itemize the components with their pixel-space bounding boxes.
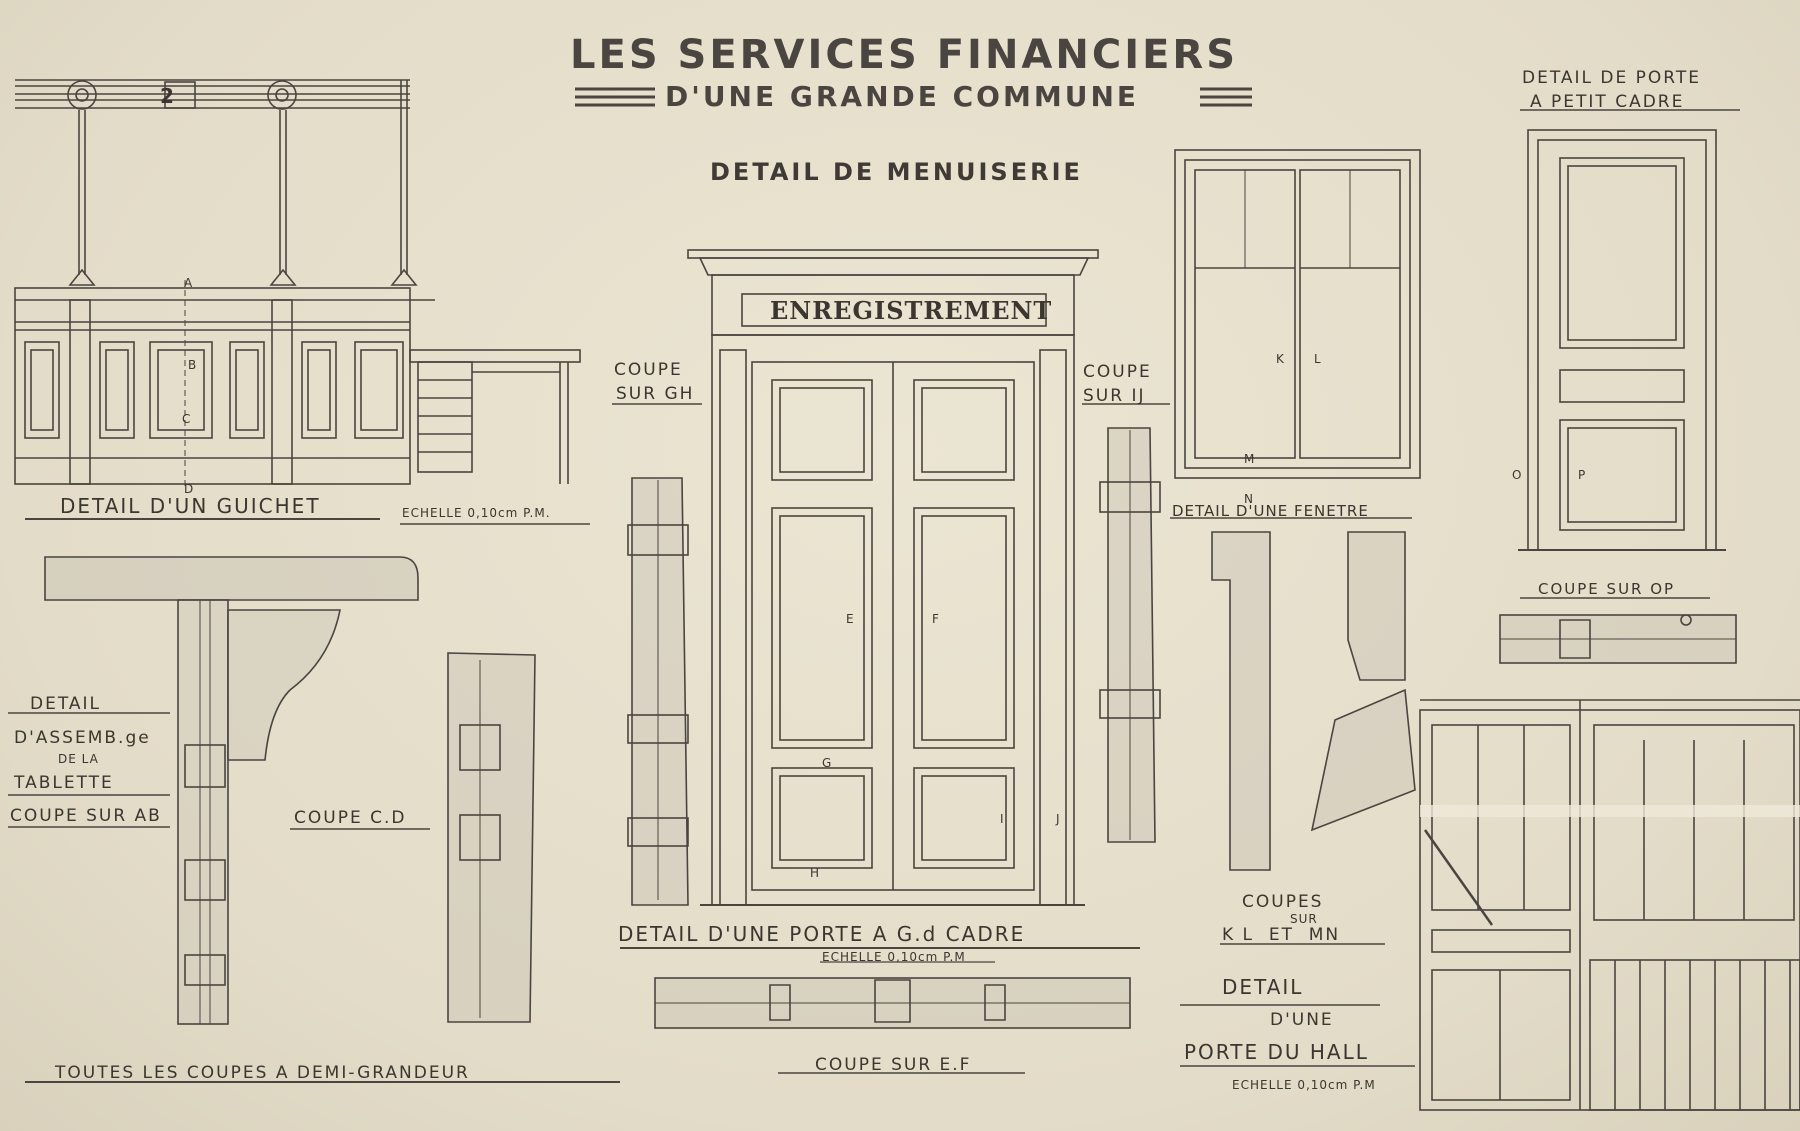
section-letter-i: I bbox=[1000, 812, 1005, 826]
porte-du-hall bbox=[1180, 699, 1800, 1111]
porte-grand-cadre bbox=[620, 249, 1140, 963]
section-letter-d: D bbox=[184, 482, 195, 496]
coupes-label-3: K L ET MN bbox=[1222, 925, 1341, 945]
section-letter-b: B bbox=[188, 358, 198, 372]
coupe-ij-label-1: COUPE bbox=[1083, 362, 1152, 382]
hall-label-2: D'UNE bbox=[1270, 1010, 1334, 1030]
porte-cadre-label: DETAIL D'UNE PORTE A G.d CADRE bbox=[618, 922, 1026, 946]
coupe-gh-label-2: SUR GH bbox=[616, 384, 695, 404]
hall-scale: ECHELLE 0,10cm P.M bbox=[1232, 1078, 1376, 1092]
coupe-op-section bbox=[1499, 614, 1737, 664]
coupe-gh-label-1: COUPE bbox=[614, 360, 683, 380]
hall-label-1: DETAIL bbox=[1222, 975, 1304, 999]
hall-label-3: PORTE DU HALL bbox=[1184, 1040, 1369, 1064]
porte-cadre-scale: ECHELLE 0,10cm P.M bbox=[822, 950, 966, 964]
title-line-1: LES SERVICES FINANCIERS bbox=[570, 32, 1239, 78]
section-letter-f: F bbox=[932, 612, 940, 626]
coupe-ij-label-2: SUR IJ bbox=[1083, 386, 1146, 406]
guichet-number: 2 bbox=[160, 84, 176, 108]
guichet-scale: ECHELLE 0,10cm P.M. bbox=[402, 506, 551, 520]
coupe-gh-section bbox=[612, 403, 702, 906]
fenetre-label: DETAIL D'UNE FENETRE bbox=[1172, 502, 1369, 520]
section-letter-n: N bbox=[1244, 492, 1254, 506]
petit-cadre-label-2: A PETIT CADRE bbox=[1530, 92, 1685, 112]
section-letter-k: K bbox=[1276, 352, 1285, 366]
petit-cadre-label-1: DETAIL DE PORTE bbox=[1522, 68, 1701, 88]
guichet-label: DETAIL D'UN GUICHET bbox=[60, 494, 321, 518]
section-letter-l: L bbox=[1314, 352, 1322, 366]
section-letter-c: C bbox=[182, 412, 192, 426]
coupe-op-label: COUPE SUR OP bbox=[1538, 580, 1676, 598]
coupes-kl-mn bbox=[1211, 531, 1416, 945]
section-letter-a: A bbox=[184, 276, 194, 290]
coupe-cd-label: COUPE C.D bbox=[294, 808, 407, 828]
coupe-ef-section bbox=[654, 977, 1131, 1074]
coupe-ij-section bbox=[1082, 403, 1170, 843]
fenetre-elevation bbox=[1170, 149, 1421, 519]
toutes-coupes-label: TOUTES LES COUPES A DEMI-GRANDEUR bbox=[55, 1063, 470, 1083]
porte-petit-cadre bbox=[1518, 109, 1740, 599]
coupe-cd-section bbox=[25, 652, 620, 1083]
section-letter-j: J bbox=[1056, 812, 1061, 826]
coupes-label-2: SUR bbox=[1290, 912, 1318, 926]
tablette-section bbox=[8, 556, 430, 1025]
section-letter-h: H bbox=[810, 866, 821, 880]
title-rules bbox=[575, 87, 1252, 107]
assemblage-label-4: TABLETTE bbox=[14, 773, 114, 793]
assemblage-label-3: DE LA bbox=[58, 752, 99, 766]
coupes-label-1: COUPES bbox=[1242, 892, 1324, 912]
assemblage-label-2: D'ASSEMB.ge bbox=[14, 728, 151, 748]
door-inscription: ENREGISTREMENT bbox=[770, 296, 1053, 325]
coupe-ef-label: COUPE SUR E.F bbox=[815, 1055, 972, 1075]
guichet-elevation bbox=[14, 79, 590, 525]
section-letter-g: G bbox=[822, 756, 833, 770]
section-letter-o: O bbox=[1512, 468, 1523, 482]
subtitle: DETAIL DE MENUISERIE bbox=[710, 158, 1083, 186]
section-letter-m: M bbox=[1244, 452, 1256, 466]
title-line-2: D'UNE GRANDE COMMUNE bbox=[665, 80, 1139, 113]
section-letter-p: P bbox=[1578, 468, 1587, 482]
section-letter-e: E bbox=[846, 612, 855, 626]
assemblage-label-1: DETAIL bbox=[30, 694, 102, 714]
assemblage-label-5: COUPE SUR AB bbox=[10, 806, 162, 826]
